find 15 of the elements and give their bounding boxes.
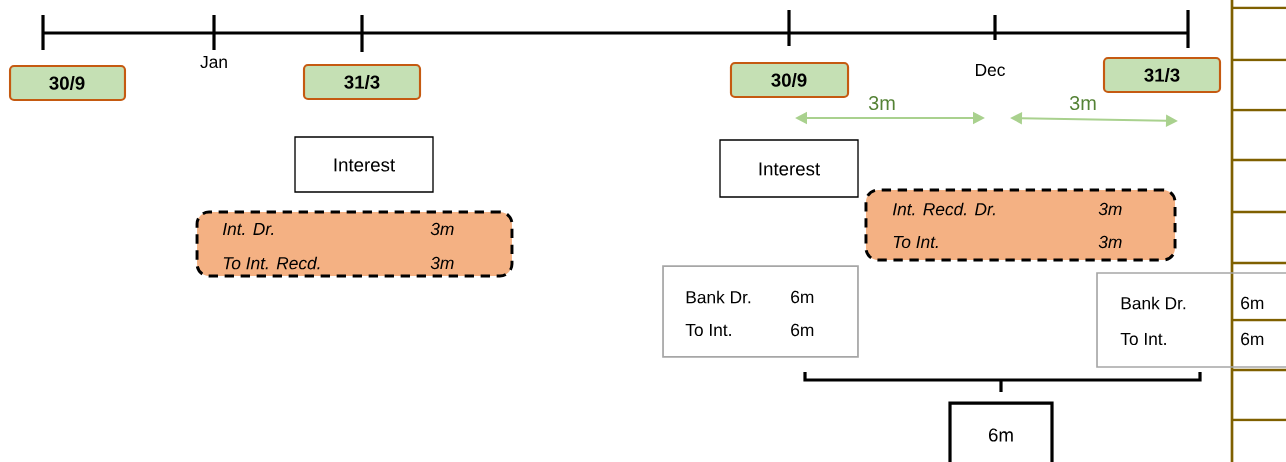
- month-label: Dec: [976, 63, 1005, 77]
- total-box: 6m: [948, 401, 1054, 462]
- date-box: 30/9: [8, 64, 127, 102]
- dimension-label: 3m: [868, 95, 895, 111]
- journal-entry-box: Int. Dr. 3m To Int. Recd. 3m: [195, 210, 514, 278]
- date-box: 31/3: [302, 63, 422, 101]
- date-box: 31/3: [1102, 56, 1222, 94]
- account-box: Interest: [719, 139, 859, 198]
- journal-entry-box: Int. Recd. Dr. 3m To Int. 3m: [864, 188, 1177, 262]
- journal-entry-box: Bank Dr. 6m To Int. 6m: [662, 265, 859, 358]
- dimension-label: 3m: [1069, 95, 1096, 111]
- month-label: Jan: [200, 55, 227, 69]
- journal-entry-box: Bank Dr. 6m To Int. 6m: [1096, 272, 1286, 368]
- date-box: 30/9: [729, 61, 850, 99]
- account-box: Interest: [294, 136, 434, 193]
